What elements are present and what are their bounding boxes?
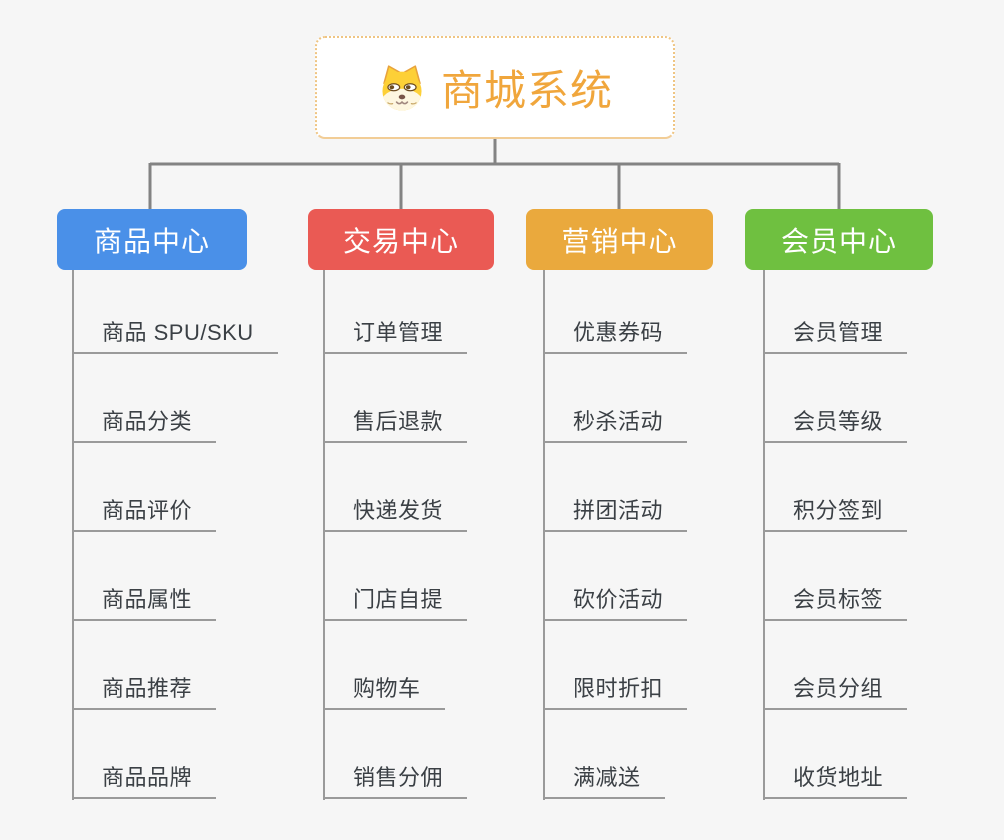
node-item[interactable]: 秒杀活动 <box>543 405 688 443</box>
node-item[interactable]: 会员标签 <box>763 583 908 621</box>
node-item[interactable]: 优惠券码 <box>543 316 688 354</box>
root-node[interactable]: 商城系统 <box>315 36 675 139</box>
node-item[interactable]: 会员等级 <box>763 405 908 443</box>
root-title: 商城系统 <box>440 67 613 114</box>
node-item[interactable]: 收货地址 <box>763 761 908 799</box>
node-item[interactable]: 商品品牌 <box>72 761 217 799</box>
node-item[interactable]: 会员分组 <box>763 672 908 710</box>
node-item[interactable]: 会员管理 <box>763 316 908 354</box>
node-item[interactable]: 商品 SPU/SKU <box>72 316 278 354</box>
node-item[interactable]: 售后退款 <box>323 405 468 443</box>
node-item[interactable]: 销售分佣 <box>323 761 468 799</box>
node-item[interactable]: 拼团活动 <box>543 494 688 532</box>
node-item[interactable]: 商品属性 <box>72 583 217 621</box>
node-item[interactable]: 砍价活动 <box>543 583 688 621</box>
node-item[interactable]: 购物车 <box>323 672 445 710</box>
branch-box-trade-center[interactable]: 交易中心 <box>308 209 494 270</box>
dog-icon <box>382 64 422 111</box>
node-item[interactable]: 商品评价 <box>72 494 217 532</box>
branch-children-product: 商品 SPU/SKU 商品分类 商品评价 商品属性 商品推荐 商品品牌 <box>72 270 322 800</box>
node-item[interactable]: 商品推荐 <box>72 672 217 710</box>
branch-children-member: 会员管理 会员等级 积分签到 会员标签 会员分组 收货地址 <box>763 270 1004 800</box>
node-item[interactable]: 商品分类 <box>72 405 217 443</box>
node-item[interactable]: 订单管理 <box>323 316 468 354</box>
node-item[interactable]: 门店自提 <box>323 583 468 621</box>
node-item[interactable]: 积分签到 <box>763 494 908 532</box>
branch-box-member-center[interactable]: 会员中心 <box>745 209 933 270</box>
node-item[interactable]: 快递发货 <box>323 494 468 532</box>
node-item[interactable]: 满减送 <box>543 761 665 799</box>
branch-box-product-center[interactable]: 商品中心 <box>57 209 247 270</box>
branch-children-marketing: 优惠券码 秒杀活动 拼团活动 砍价活动 限时折扣 满减送 <box>543 270 793 800</box>
branch-box-marketing-center[interactable]: 营销中心 <box>526 209 713 270</box>
node-item[interactable]: 限时折扣 <box>543 672 688 710</box>
branch-children-trade: 订单管理 售后退款 快递发货 门店自提 购物车 销售分佣 <box>323 270 573 800</box>
